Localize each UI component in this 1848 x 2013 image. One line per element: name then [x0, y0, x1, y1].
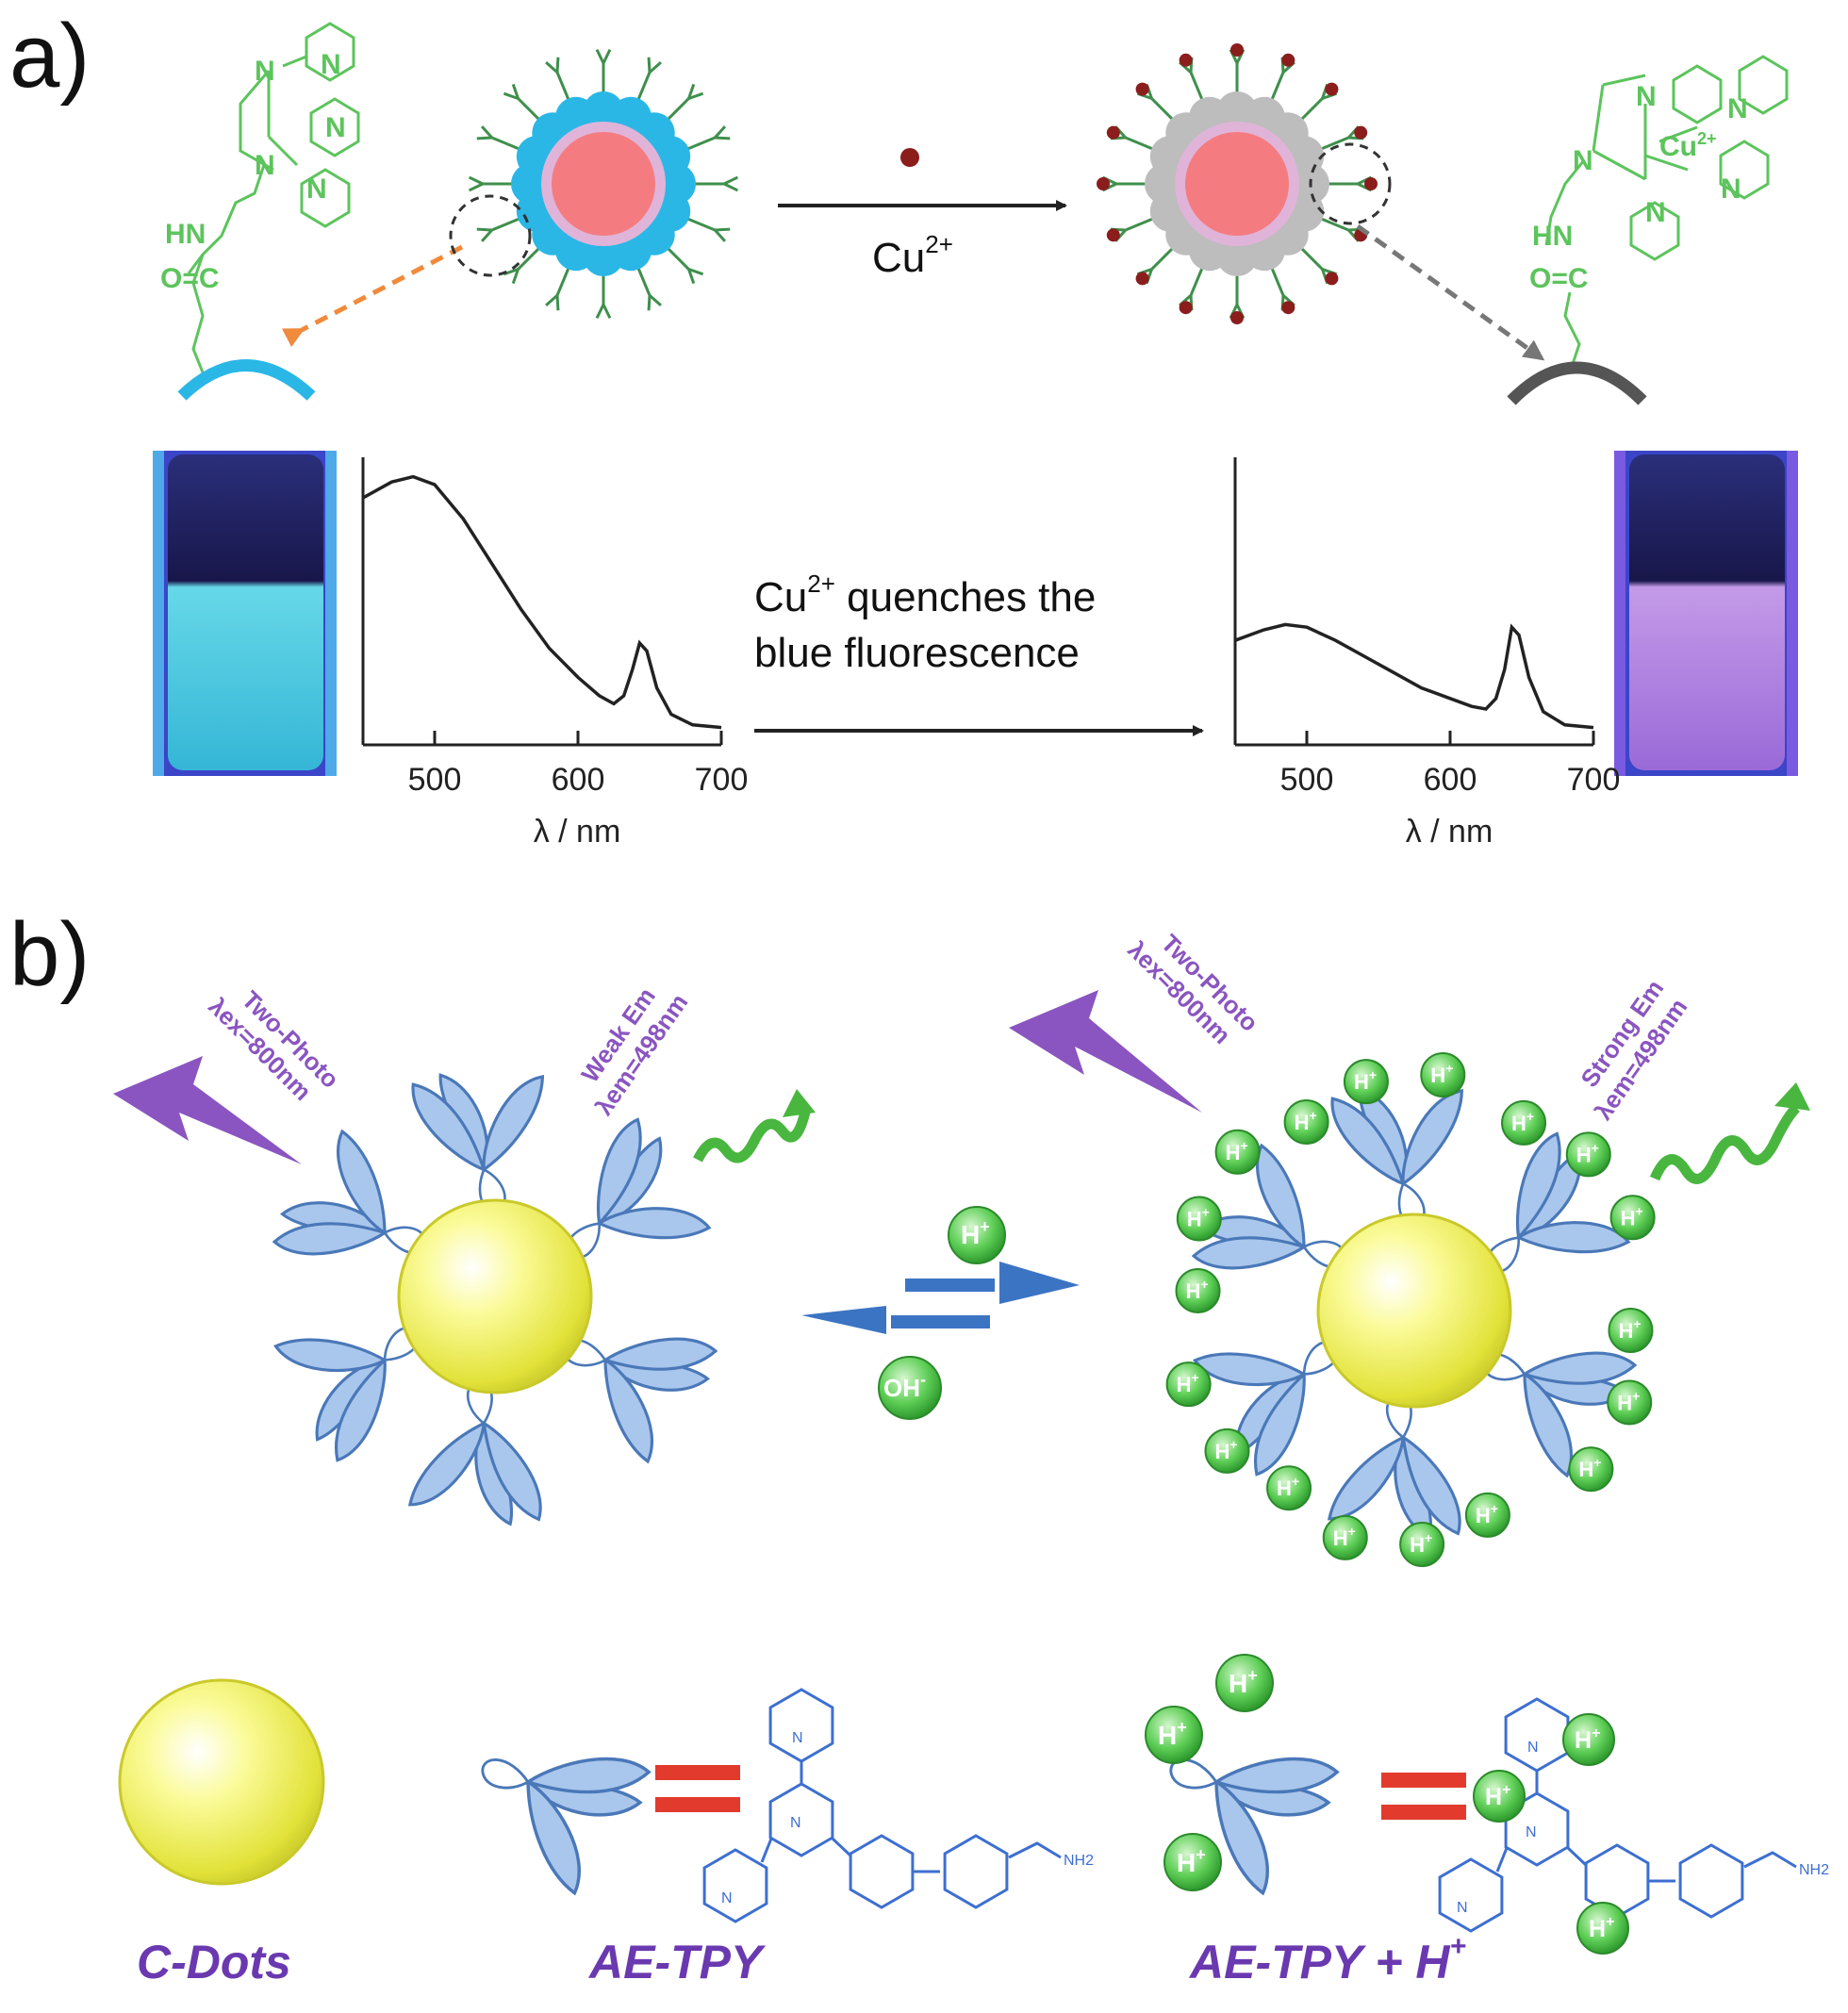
cdot-right-group: H+H+H+H+H+H+H+H+H+H+H+H+H+H+H+H+H+H+ — [1165, 1052, 1656, 1568]
svg-text:H+: H+ — [1576, 1140, 1599, 1166]
svg-text:N: N — [1727, 93, 1748, 124]
panel-a-label: a) — [9, 6, 90, 107]
reaction-label: Cu2+ — [872, 230, 953, 281]
spectrum-left: 500 600 700 λ / nm — [361, 457, 749, 850]
hn-label-right: HN — [1532, 221, 1573, 252]
tick-right-500: 500 — [1280, 762, 1334, 798]
svg-text:N: N — [792, 1730, 803, 1746]
hn-label: HN — [165, 219, 206, 250]
svg-text:N: N — [1636, 81, 1657, 112]
nanoparticle-blue — [468, 48, 739, 320]
svg-text:N: N — [325, 112, 346, 143]
cdot-left-group — [272, 1073, 718, 1526]
zoom-arrow-left — [281, 244, 464, 348]
svg-text:N: N — [1721, 173, 1741, 205]
svg-text:N: N — [790, 1815, 801, 1831]
svg-text:N: N — [1527, 1740, 1539, 1756]
lightning-right — [1009, 990, 1202, 1113]
emission-wave-left — [693, 1106, 812, 1163]
equilibrium-arrows — [801, 1262, 1080, 1334]
tick-left-700: 700 — [695, 762, 749, 798]
panel-b-label: b) — [9, 904, 90, 1005]
tick-right-700: 700 — [1567, 762, 1621, 798]
svg-text:N: N — [255, 56, 275, 87]
surface-arc-grey — [1507, 361, 1647, 405]
legend-aetpy-label: AE-TPY — [587, 1936, 767, 1988]
svg-text:OH-: OH- — [883, 1370, 926, 1402]
legend-cdots-label: C-Dots — [137, 1936, 291, 1988]
zoom-circle-left — [449, 194, 532, 277]
oc-label-right: O=C — [1529, 263, 1589, 294]
svg-text:N: N — [306, 173, 327, 205]
zoom-circle-right — [1309, 142, 1392, 225]
tick-left-500: 500 — [408, 762, 462, 798]
svg-text:N: N — [1573, 145, 1593, 176]
quench-text-line1: Cu2+ quenches the — [754, 569, 1096, 620]
xlabel-left: λ / nm — [534, 814, 621, 850]
legend-aetpy-shape — [481, 1757, 652, 1896]
svg-text:N: N — [255, 150, 275, 181]
lightning-left — [113, 1056, 302, 1164]
cu-ion-dot — [900, 148, 919, 167]
equals-sign-1 — [655, 1765, 740, 1812]
ligand-structure-left: N N N N N HN O=C — [160, 22, 360, 373]
legend-aetpy-h-shape: H+H+H+ — [1145, 1654, 1340, 1896]
svg-text:N: N — [321, 49, 341, 80]
svg-text:N: N — [721, 1890, 733, 1906]
svg-text:N: N — [1645, 197, 1666, 228]
oc-label: O=C — [160, 263, 220, 294]
spectrum-right-trace — [1234, 622, 1594, 730]
tick-left-600: 600 — [552, 762, 605, 798]
spectrum-right: 500 600 700 λ / nm — [1233, 457, 1621, 850]
svg-text:NH2: NH2 — [1799, 1862, 1829, 1878]
cuvette-left — [153, 451, 337, 776]
legend-aetpy-h-label: AE-TPY + H+ — [1188, 1931, 1466, 1988]
svg-text:H+: H+ — [1229, 1666, 1258, 1698]
quench-text-line2: blue fluorescence — [754, 630, 1080, 676]
spectrum-left-trace — [362, 474, 722, 730]
equals-sign-2 — [1381, 1773, 1466, 1820]
ligand-structure-right: N N Cu2+ N N N HN O=C — [1529, 55, 1789, 373]
svg-text:H+: H+ — [1186, 1277, 1209, 1303]
xlabel-right: λ / nm — [1406, 814, 1493, 850]
emission-wave-right — [1649, 1104, 1801, 1184]
svg-text:Cu2+: Cu2+ — [1659, 129, 1717, 162]
svg-text:N: N — [1457, 1900, 1468, 1916]
reverse-ion: OH- — [878, 1356, 942, 1420]
cuvette-right — [1614, 451, 1798, 776]
svg-text:H+: H+ — [1333, 1524, 1356, 1550]
svg-text:N: N — [1526, 1824, 1537, 1840]
legend-cdot — [118, 1678, 325, 1886]
zoom-arrow-right — [1356, 223, 1545, 361]
nanoparticle-grey — [1097, 43, 1378, 324]
tick-right-600: 600 — [1424, 762, 1477, 798]
forward-ion: H+ — [948, 1206, 1006, 1264]
svg-text:NH2: NH2 — [1064, 1853, 1094, 1869]
surface-arc-blue — [177, 359, 316, 401]
